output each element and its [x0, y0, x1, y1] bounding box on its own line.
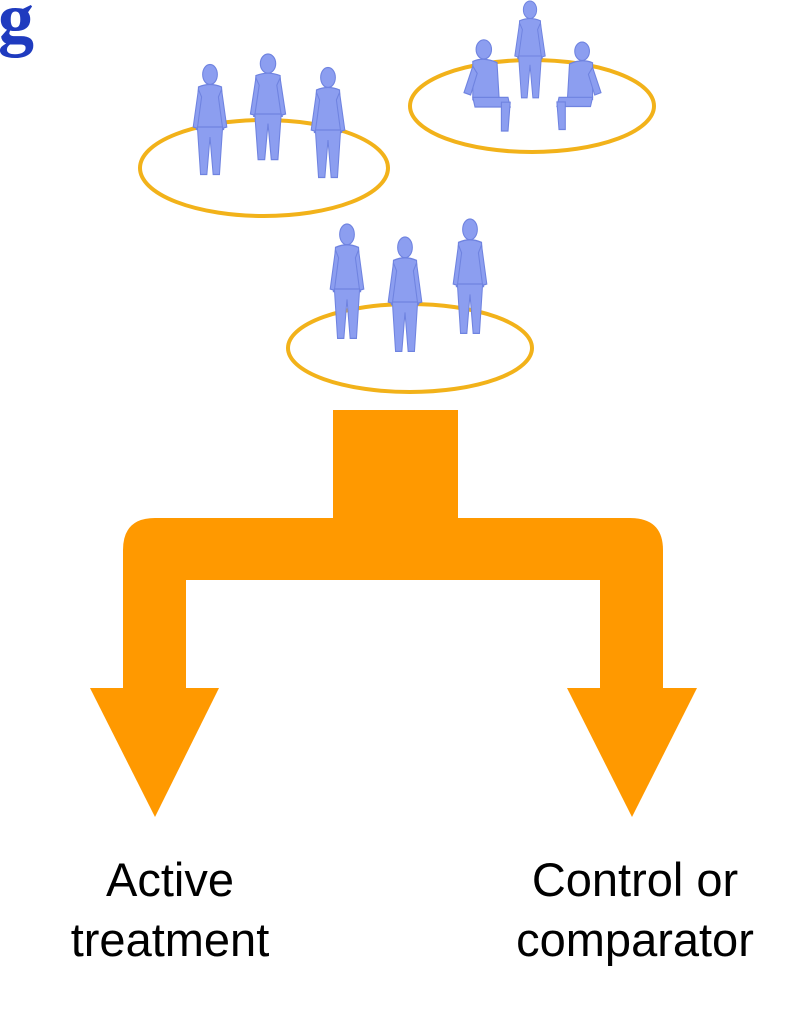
group-center	[286, 218, 534, 394]
arrow-left-head	[90, 688, 219, 817]
split-arrow	[90, 410, 697, 817]
arrow-right-head	[567, 688, 697, 817]
label-control-line2: comparator	[516, 913, 754, 966]
arrow-right-branch	[400, 518, 663, 690]
label-active-line1: Active	[106, 853, 234, 906]
person-icon	[463, 0, 602, 132]
group-top-right	[408, 0, 656, 154]
label-control-line1: Control or	[531, 853, 739, 906]
label-control-comparator: Control or comparator	[465, 850, 805, 970]
arrow-left-branch	[123, 518, 400, 690]
title-fragment: g	[0, 0, 34, 58]
label-active-treatment: Active treatment	[40, 850, 300, 970]
person-icon	[329, 218, 488, 353]
person-icon	[192, 53, 346, 179]
group-top-left	[138, 53, 390, 218]
label-active-line2: treatment	[70, 913, 270, 966]
